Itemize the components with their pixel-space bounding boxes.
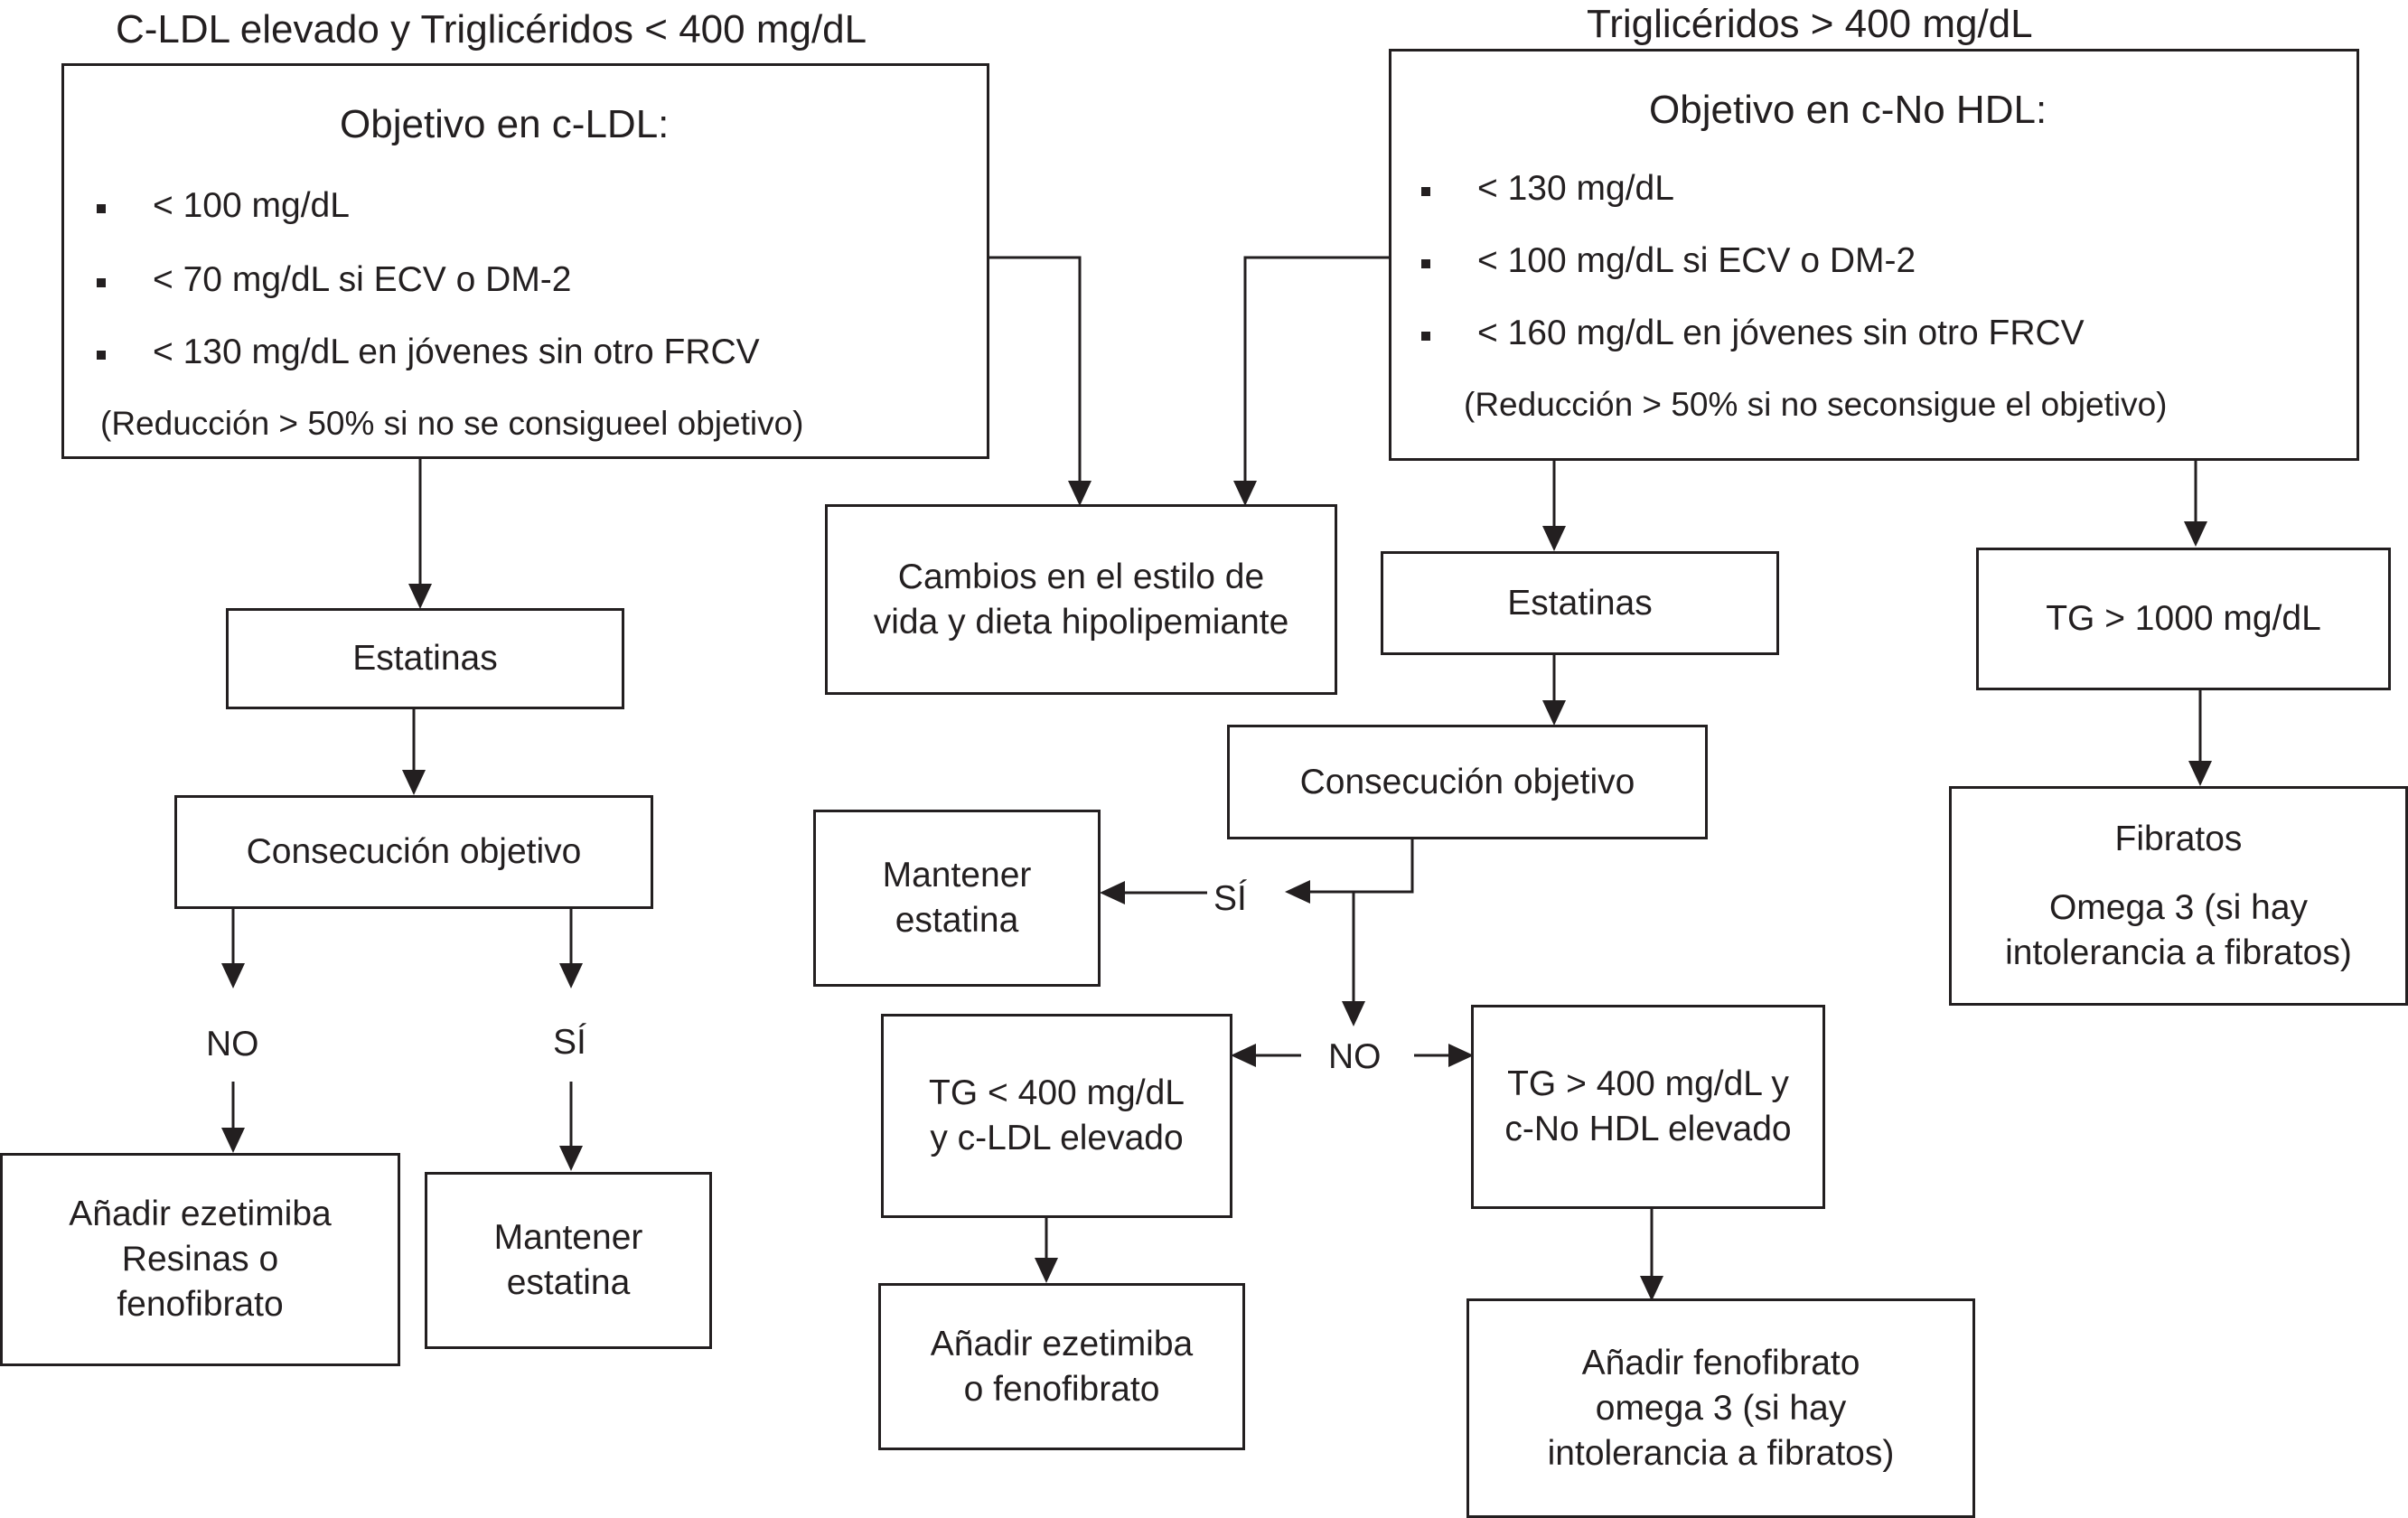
ldl-objective-bullet: < 70 mg/dL si ECV o DM-2: [97, 260, 572, 299]
arrow-left-objective-to-lifestyle: [987, 256, 1092, 506]
left-no-label: NO: [206, 1025, 259, 1064]
left-heading: C-LDL elevado y Triglicéridos < 400 mg/d…: [116, 7, 867, 52]
add-feno-line: omega 3 (si hay: [1595, 1388, 1847, 1428]
right-statins-label: Estatinas: [1507, 583, 1653, 623]
lifestyle-box: Cambios en el estilo de vida y dieta hip…: [825, 504, 1337, 695]
arrow-nohdl-objective-to-statins: [1542, 461, 1566, 551]
tg-low-box: TG < 400 mg/dL y c-LDL elevado: [881, 1014, 1232, 1218]
left-add-line: fenofibrato: [117, 1285, 284, 1324]
add-feno-line: intolerancia a fibratos): [1547, 1433, 1895, 1473]
ldl-objective-bullet: < 100 mg/dL: [97, 186, 350, 225]
fibrates-omega-line: Omega 3 (si hay: [2048, 887, 2309, 927]
arrow-left-no-to-add: [221, 1082, 245, 1153]
right-keep-line: estatina: [895, 901, 1019, 940]
tg-high-line: c-No HDL elevado: [1504, 1110, 1792, 1148]
nohdl-objective-bullet: < 130 mg/dL: [1421, 169, 1674, 208]
arrow-left-goal-to-no: [221, 908, 245, 989]
nohdl-objective-bullet: < 160 mg/dL en jóvenes sin otro FRCV: [1421, 314, 2085, 352]
left-keep-line: estatina: [506, 1263, 631, 1302]
right-keep-statin-box: Mantener estatina: [813, 810, 1101, 987]
right-goal-label: Consecución objetivo: [1299, 762, 1635, 801]
left-add-ezetimibe-box: Añadir ezetimiba Resinas o fenofibrato: [0, 1153, 400, 1366]
arrow-no-to-tg-low: [1231, 1044, 1301, 1067]
right-keep-line: Mantener: [882, 856, 1032, 895]
nohdl-objective-note: (Reducción > 50% si no seconsigue el obj…: [1464, 386, 2168, 423]
tg-high-line: TG > 400 mg/dL y: [1507, 1064, 1789, 1103]
add-eze-line: Añadir ezetimiba: [930, 1324, 1194, 1363]
arrow-ldl-objective-to-statins: [408, 456, 432, 609]
arrow-tg-high-to-add-feno: [1640, 1208, 1663, 1301]
nohdl-objective-bullet: < 100 mg/dL si ECV o DM-2: [1420, 241, 1916, 280]
tg-high-box: TG > 400 mg/dL y c-No HDL elevado: [1471, 1005, 1825, 1209]
arrow-right-statins-to-goal: [1542, 655, 1566, 726]
left-statins-label: Estatinas: [352, 639, 498, 678]
tg-1000-label: TG > 1000 mg/dL: [2046, 599, 2321, 638]
add-feno-line: Añadir fenofibrato: [1581, 1343, 1860, 1382]
add-fenofibrate-box: Añadir fenofibrato omega 3 (si hay intol…: [1466, 1298, 1975, 1518]
arrow-left-goal-to-yes: [559, 908, 583, 989]
right-heading: Triglicéridos > 400 mg/dL: [1587, 2, 2033, 46]
left-keep-statin-box: Mantener estatina: [425, 1172, 712, 1349]
arrow-right-yes-to-keep: [1100, 881, 1207, 904]
left-keep-line: Mantener: [493, 1218, 643, 1257]
ldl-objective-box: Objetivo en c-LDL: < 100 mg/dL < 70 mg/d…: [61, 63, 989, 459]
left-add-line: Resinas o: [121, 1240, 279, 1279]
left-goal-box: Consecución objetivo: [174, 795, 653, 909]
tg-low-line: TG < 400 mg/dL: [929, 1073, 1185, 1112]
fibrates-box: Fibratos Omega 3 (si hay intolerancia a …: [1949, 786, 2408, 1006]
lifestyle-line: vida y dieta hipolipemiante: [873, 602, 1289, 642]
arrow-no-to-tg-high: [1414, 1044, 1474, 1067]
arrow-nohdl-objective-to-tg1000: [2184, 461, 2207, 547]
arrow-right-objective-to-lifestyle: [1233, 256, 1391, 506]
fibrates-title: Fibratos: [2114, 819, 2243, 858]
right-statins-box: Estatinas: [1381, 551, 1779, 655]
ldl-objective-bullet: < 130 mg/dL en jóvenes sin otro FRCV: [97, 333, 760, 371]
arrow-tg1000-to-fibrates: [2188, 689, 2212, 786]
arrow-left-yes-to-keep: [559, 1082, 583, 1171]
arrow-right-goal-to-no: [1342, 892, 1365, 1026]
right-no-label: NO: [1328, 1037, 1382, 1076]
fibrates-omega-line: intolerancia a fibratos): [2005, 932, 2352, 972]
arrow-tg-low-to-add-eze: [1035, 1218, 1058, 1283]
right-goal-box: Consecución objetivo: [1227, 725, 1708, 839]
ldl-objective-note: (Reducción > 50% si no se consigueel obj…: [100, 405, 804, 442]
left-statins-box: Estatinas: [226, 608, 624, 709]
arrow-left-statins-to-goal: [402, 707, 426, 795]
arrow-right-goal-to-yes: [1285, 839, 1414, 904]
add-eze-line: o fenofibrato: [963, 1369, 1160, 1409]
tg-1000-box: TG > 1000 mg/dL: [1976, 548, 2391, 690]
lifestyle-line: Cambios en el estilo de: [897, 557, 1265, 596]
tg-low-line: y c-LDL elevado: [930, 1119, 1184, 1157]
left-add-line: Añadir ezetimiba: [69, 1195, 332, 1233]
left-goal-label: Consecución objetivo: [246, 832, 582, 871]
add-ezetimibe-box: Añadir ezetimiba o fenofibrato: [878, 1283, 1245, 1450]
left-yes-label: SÍ: [553, 1023, 586, 1062]
ldl-objective-title: Objetivo en c-LDL:: [340, 102, 670, 146]
nohdl-objective-title: Objetivo en c-No HDL:: [1649, 88, 2047, 132]
right-yes-label: SÍ: [1213, 879, 1247, 918]
nohdl-objective-box: Objetivo en c-No HDL: < 130 mg/dL < 100 …: [1389, 49, 2359, 461]
